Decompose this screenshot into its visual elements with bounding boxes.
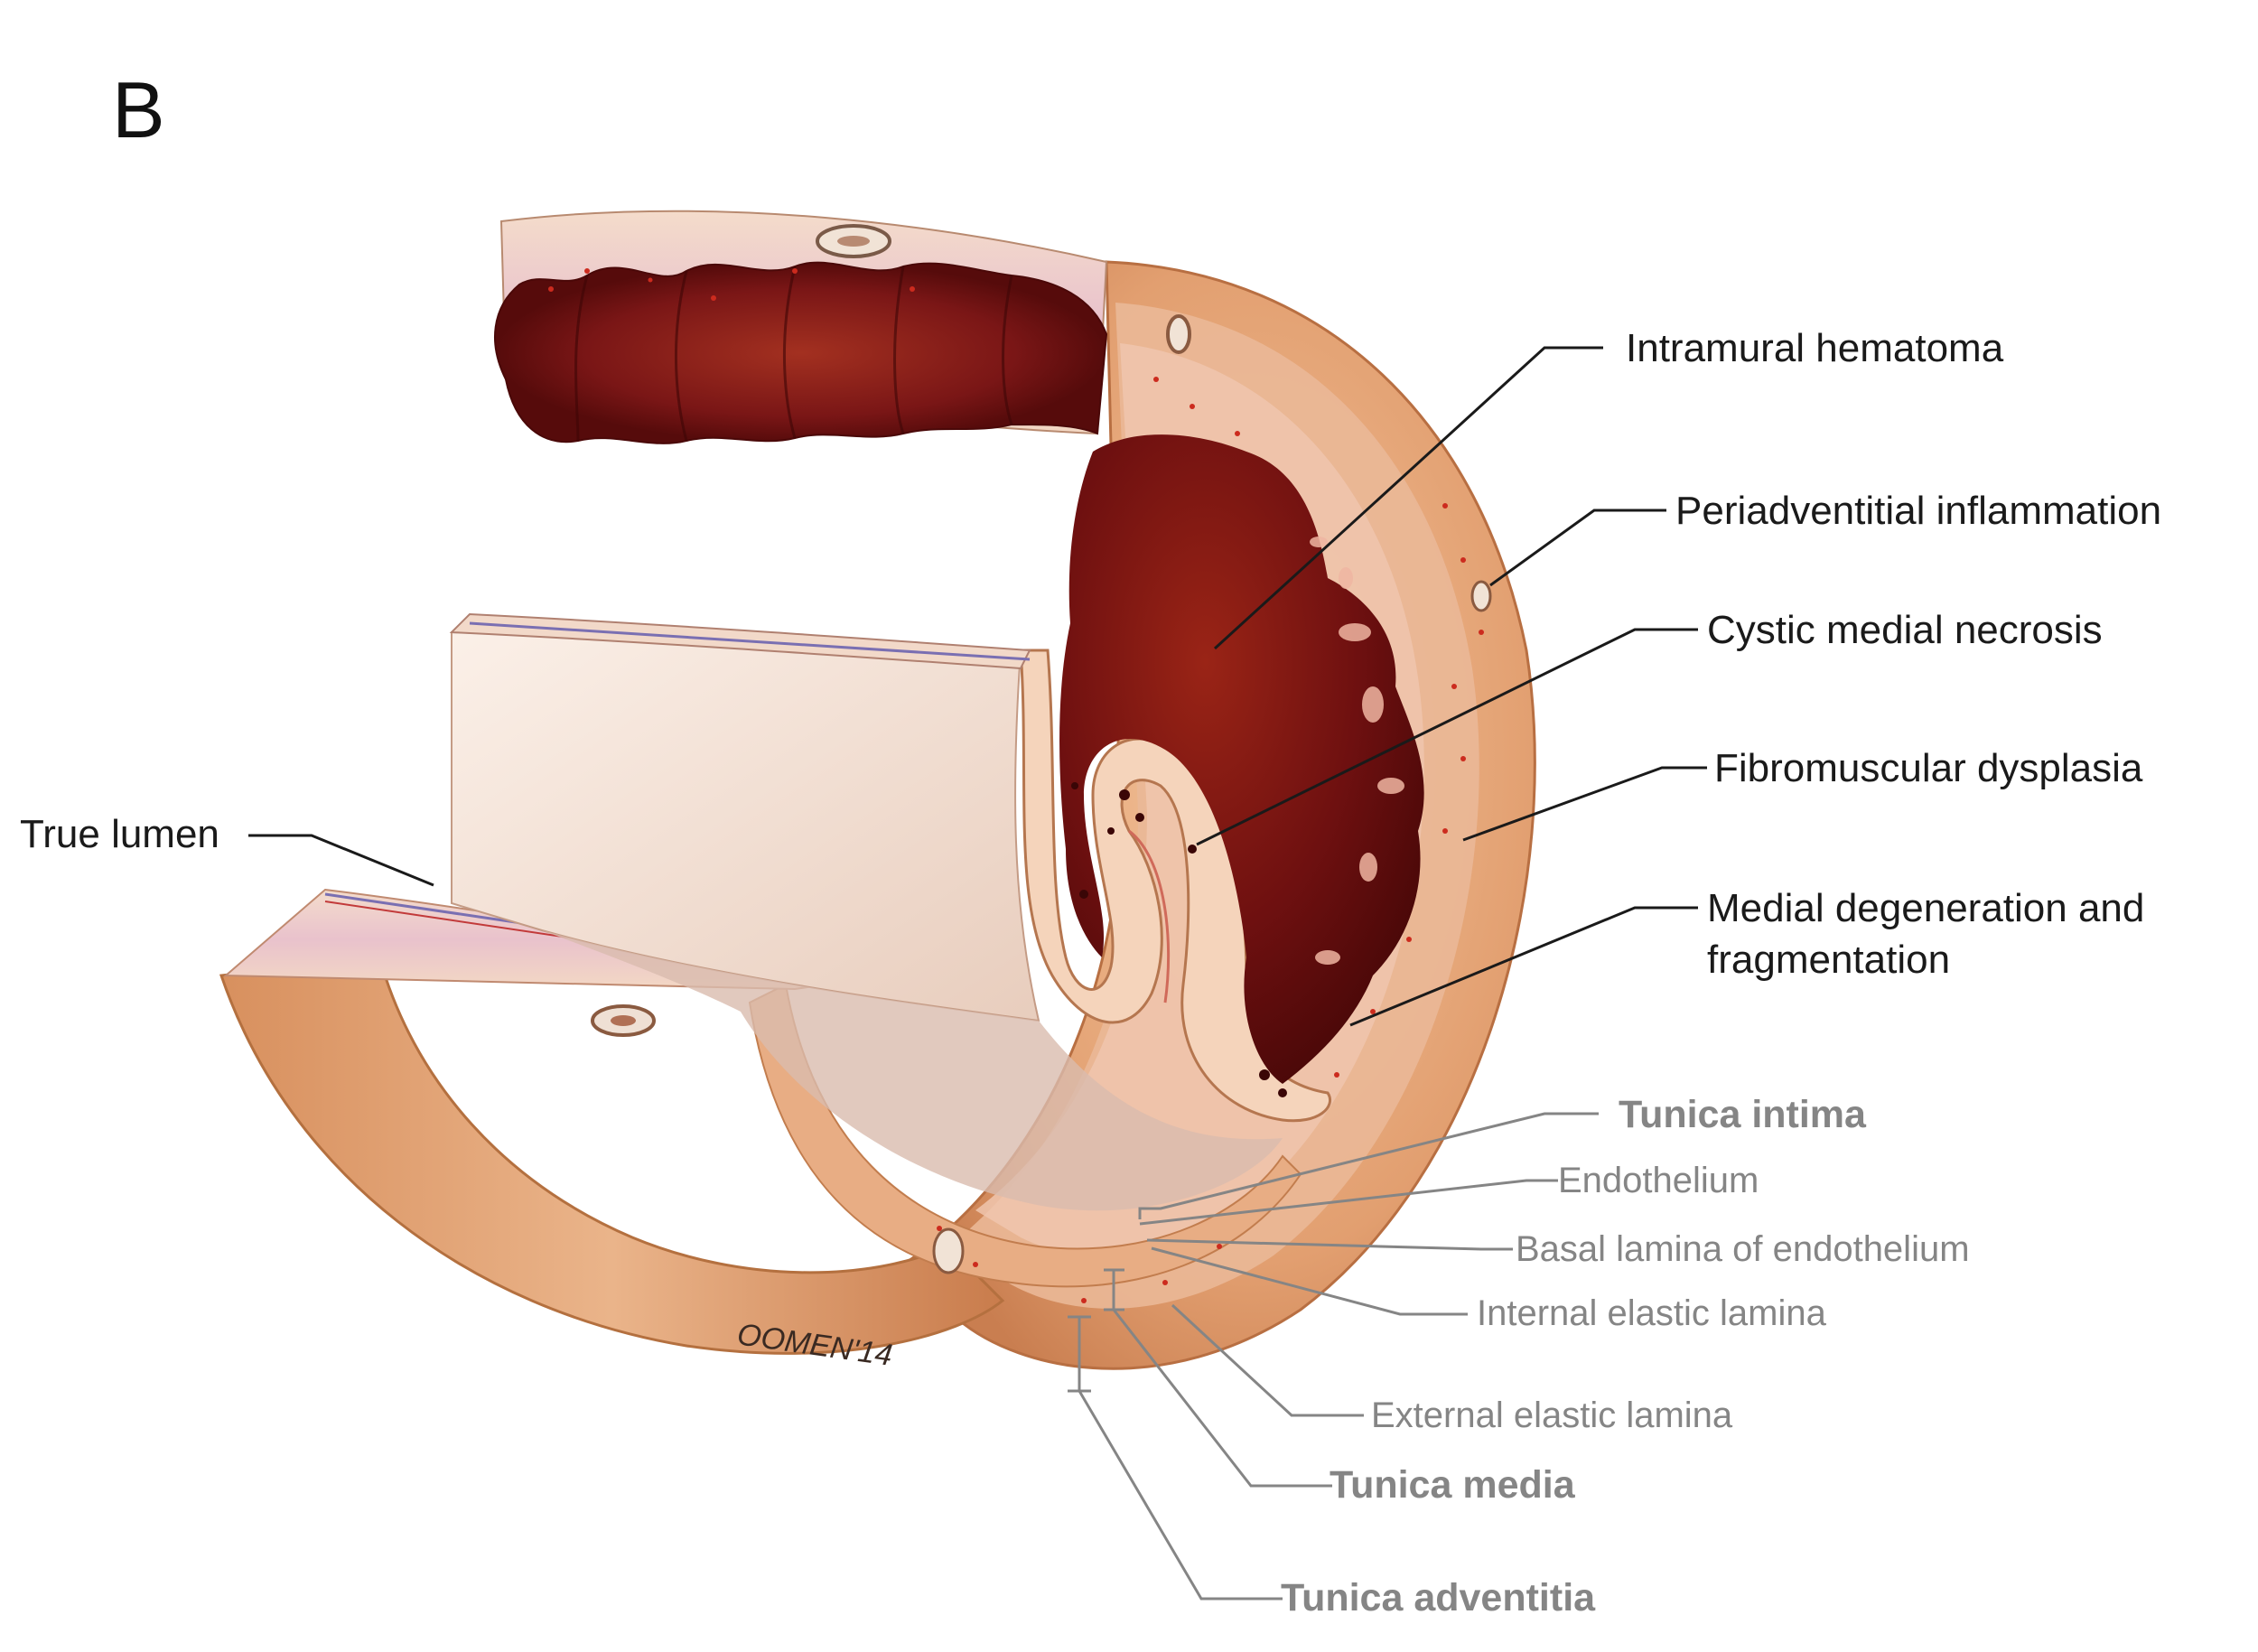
intimal-flap: [1019, 649, 1331, 1123]
right-vasa-vasorum: [1166, 314, 1191, 354]
leader-endothelium: [1139, 1179, 1558, 1226]
label-intramural-hematoma: Intramural hematoma: [1626, 326, 2004, 370]
mid-elastic-line: [469, 621, 1031, 661]
leader-fibromuscular: [1462, 766, 1707, 842]
bottom-vasa-vasorum: [932, 1227, 965, 1274]
leader-intramural-hematoma: [1213, 346, 1603, 650]
lower-wall-cut-face: [748, 983, 1302, 1288]
label-endothelium: Endothelium: [1558, 1161, 1759, 1200]
leader-cystic-necrosis: [1196, 628, 1698, 846]
upper-vasa-lumen: [837, 236, 870, 247]
vessel-cross-section: [219, 210, 1536, 1370]
label-basal-lamina: Basal lamina of endothelium: [1516, 1229, 1970, 1269]
label-periadventitial-inflammation: Periadventitial inflammation: [1675, 489, 2161, 533]
inflammation-dots: [548, 268, 1484, 1303]
label-fibromuscular-dysplasia: Fibromuscular dysplasia: [1714, 746, 2143, 790]
leader-tunica-intima: [1138, 1112, 1599, 1219]
lower-wall-outer: [219, 956, 1005, 1355]
leader-periadventitial: [1489, 509, 1666, 587]
label-external-elastic-lamina: External elastic lamina: [1371, 1395, 1733, 1435]
label-true-lumen: True lumen: [20, 812, 219, 856]
leader-lines-gray: [1068, 1112, 1599, 1601]
leader-tunica-media: [1112, 1270, 1332, 1488]
leader-true-lumen: [248, 834, 434, 887]
cystic-spaces: [1310, 537, 1404, 965]
label-tunica-intima: Tunica intima: [1619, 1093, 1867, 1136]
label-internal-elastic-lamina: Internal elastic lamina: [1477, 1293, 1827, 1333]
leader-basal-lamina: [1146, 1238, 1513, 1251]
label-tunica-media: Tunica media: [1330, 1463, 1576, 1507]
leader-lines-dark: [248, 346, 1707, 1027]
labels-dark: True lumen Intramural hematoma Periadven…: [20, 326, 2161, 982]
lower-vasa-lumen: [611, 1015, 636, 1026]
flap-intima-line: [1128, 829, 1171, 1003]
label-medial-degeneration-line1: Medial degeneration and: [1707, 886, 2144, 930]
intramural-hematoma: [1059, 434, 1424, 1084]
hematoma-tube: [494, 261, 1108, 444]
leader-tunica-adventitia: [1078, 1317, 1283, 1601]
label-medial-degeneration-line2: fragmentation: [1707, 938, 1950, 982]
necrosis-dots: [1071, 782, 1287, 1097]
leader-medial-degeneration: [1349, 906, 1698, 1027]
label-cystic-medial-necrosis: Cystic medial necrosis: [1707, 608, 2103, 652]
leader-external-elastic: [1171, 1303, 1364, 1417]
panel-label: B: [112, 65, 165, 154]
label-tunica-adventitia: Tunica adventitia: [1281, 1576, 1596, 1619]
leader-internal-elastic: [1151, 1246, 1468, 1316]
labels-gray: Tunica intima Endothelium Basal lamina o…: [1281, 1093, 1970, 1619]
true-lumen-floor: [542, 930, 1283, 1211]
side-vasa-vasorum: [1470, 580, 1492, 612]
tube-segments: [574, 266, 1013, 442]
